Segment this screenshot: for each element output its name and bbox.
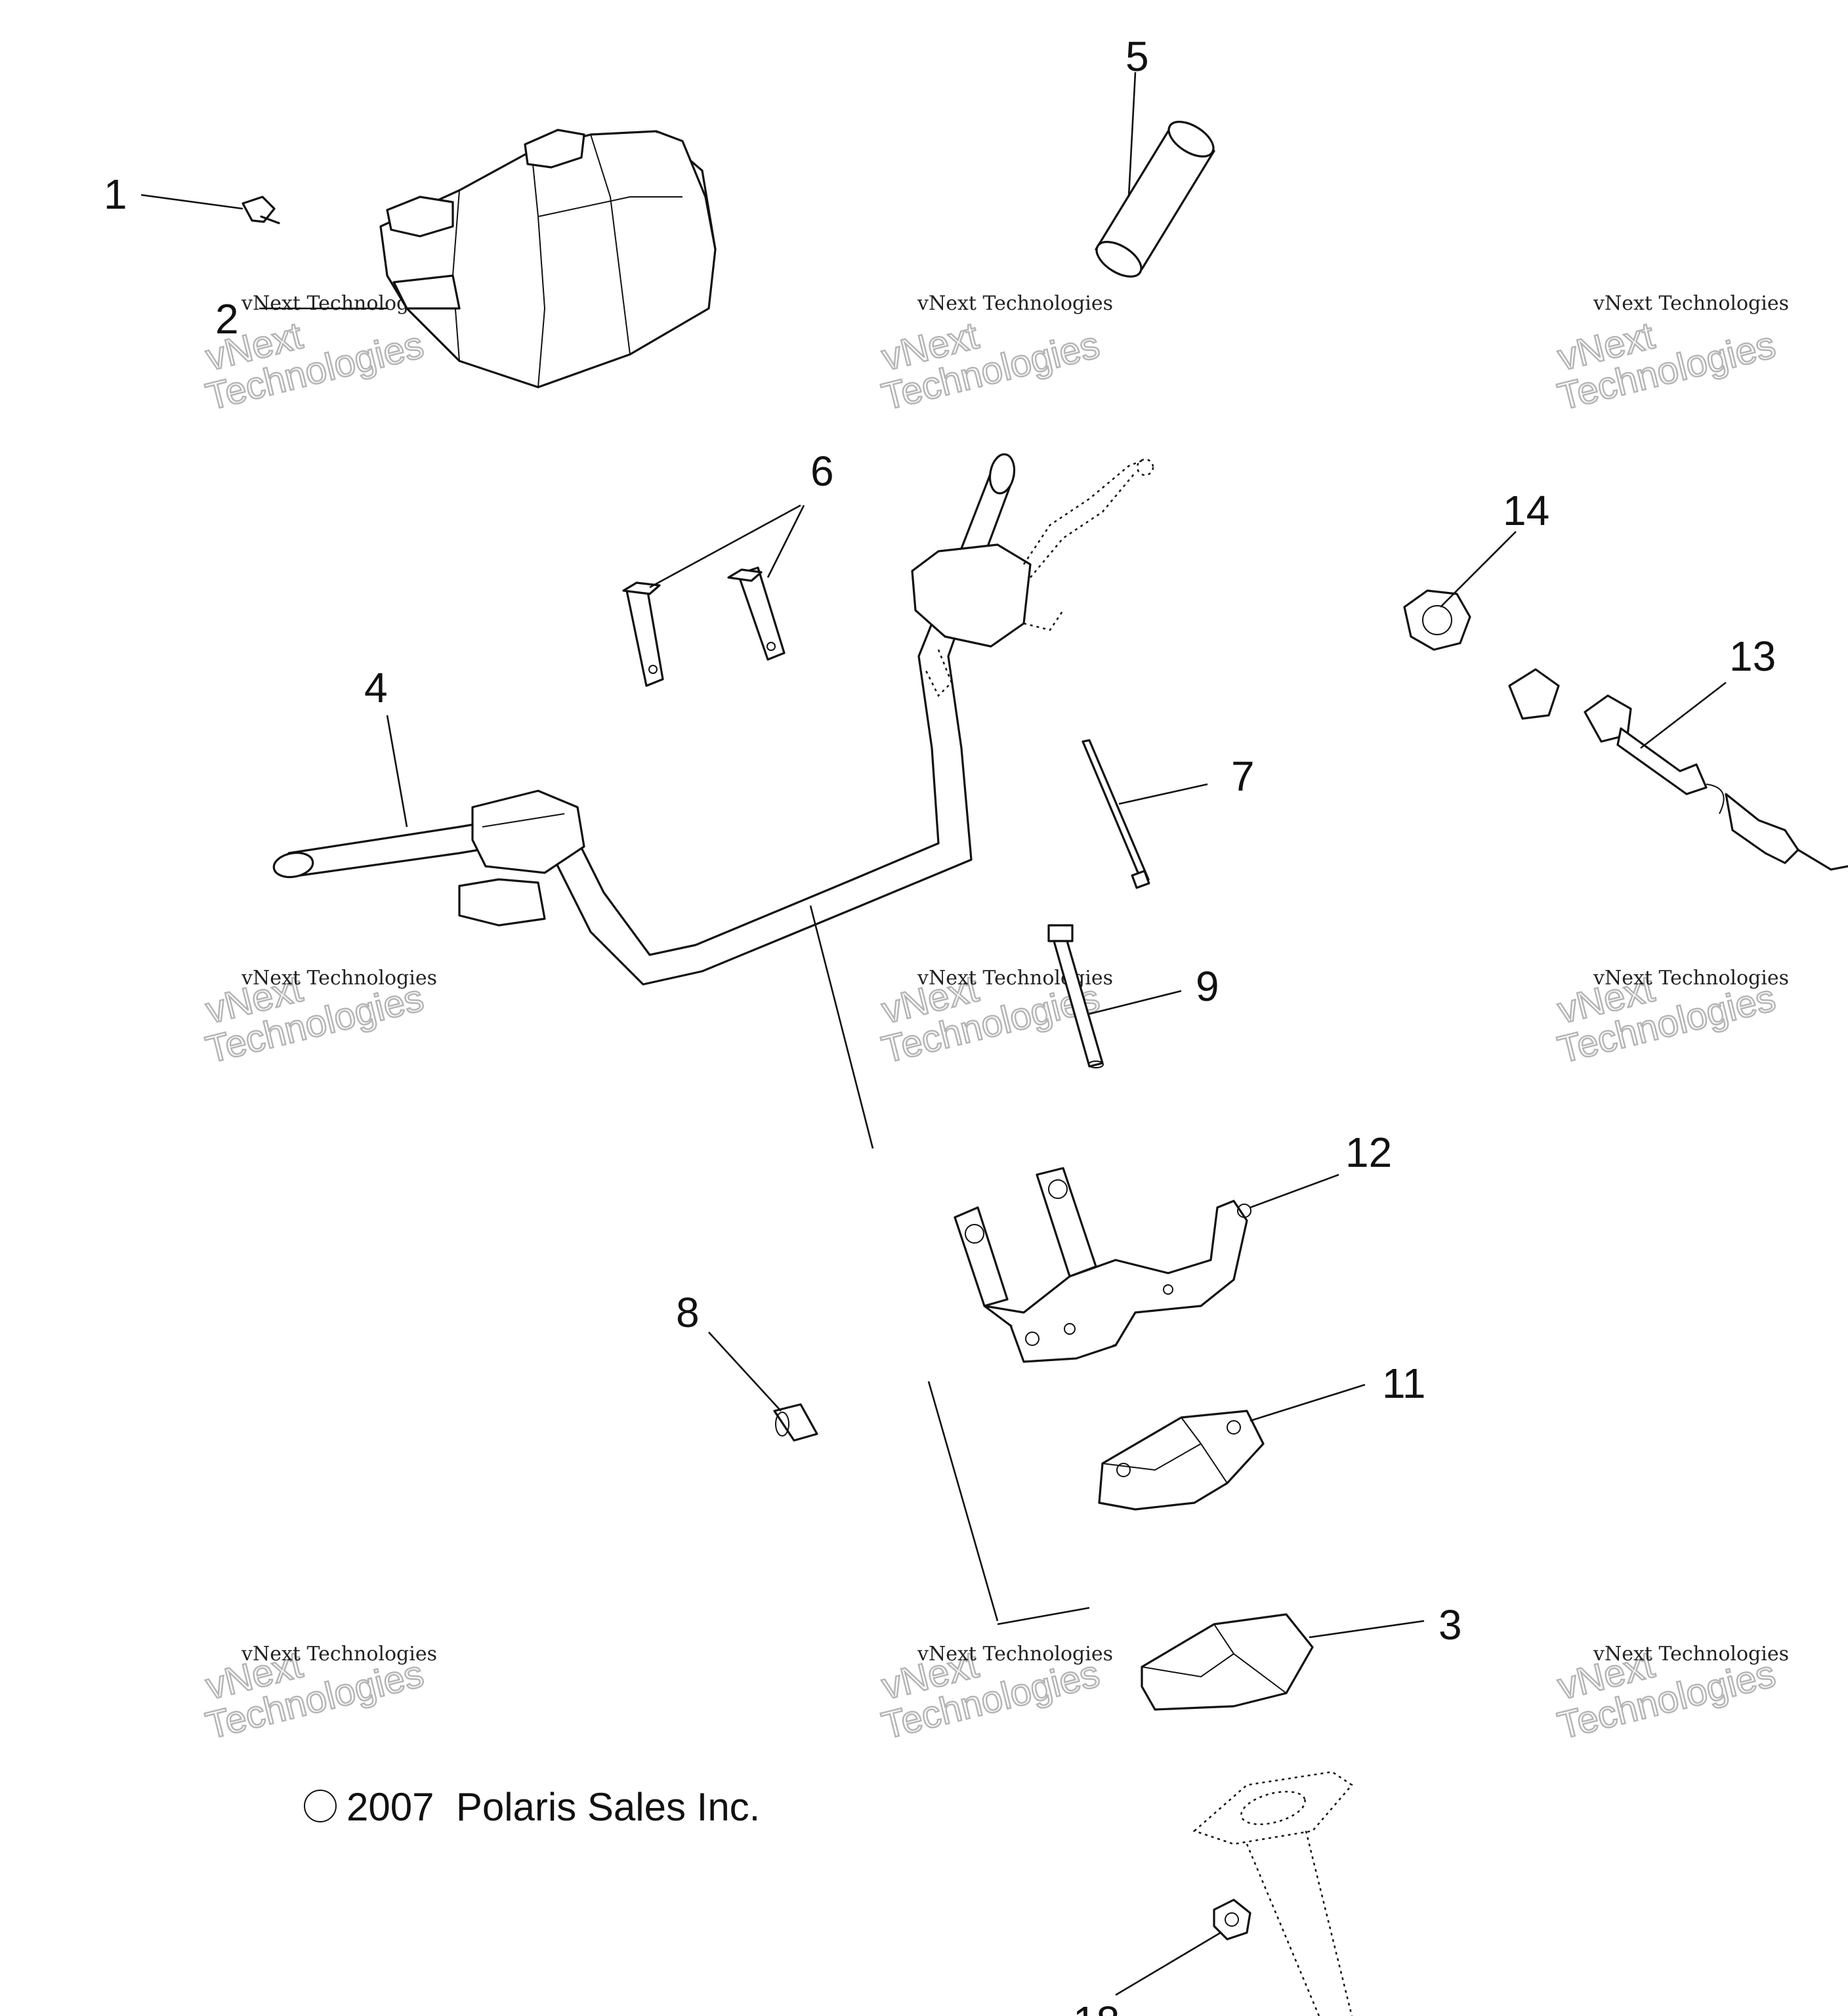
callout-4: 4 — [364, 664, 388, 711]
part-7-cable-tie — [1082, 739, 1150, 889]
watermark-mid-left: vNext Technologies vNext Technologies — [201, 966, 437, 1072]
callout-8: 8 — [676, 1289, 700, 1336]
part-14-nut — [1403, 589, 1471, 651]
watermark-mid-right: vNext Technologies vNext Technologies — [1553, 966, 1789, 1072]
watermark-bottom-left: vNext Technologies vNext Technologies — [201, 1642, 437, 1748]
callout-1: 1 — [104, 171, 127, 218]
part-5-hand-grip — [1095, 121, 1215, 278]
watermark-bottom-center: vNext Technologies vNext Technologies — [877, 1642, 1113, 1748]
watermark-top-right: vNext Technologies vNext Technologies — [1553, 292, 1789, 419]
part-4-handlebar — [272, 453, 1154, 986]
svg-text:vNext Technologies: vNext Technologies — [917, 967, 1113, 990]
copyright-text: 2007 Polaris Sales Inc. — [346, 1785, 760, 1829]
part-8-screw — [773, 1403, 818, 1442]
part-3-lower-clamp — [1141, 1613, 1314, 1711]
callout-5: 5 — [1125, 33, 1149, 80]
svg-text:vNext Technologies: vNext Technologies — [241, 967, 437, 990]
svg-text:vNext Technologies: vNext Technologies — [917, 1643, 1113, 1666]
callout-18: 18 — [1073, 1998, 1120, 2016]
callout-12: 12 — [1345, 1129, 1392, 1176]
callout-3: 3 — [1438, 1601, 1462, 1648]
part-12-mounting-bracket — [954, 1167, 1251, 1363]
leader-lines — [140, 72, 1727, 1996]
svg-text:vNext Technologies: vNext Technologies — [917, 292, 1113, 315]
callout-14: 14 — [1503, 487, 1549, 534]
svg-text:vNext Technologies: vNext Technologies — [241, 1643, 437, 1666]
callout-9: 9 — [1196, 963, 1219, 1010]
watermark-bottom-right: vNext Technologies vNext Technologies — [1553, 1642, 1789, 1748]
part-6-brackets — [622, 566, 786, 687]
part-11-upper-clamp — [1098, 1410, 1265, 1511]
svg-text:vNext Technologies: vNext Technologies — [1593, 292, 1789, 315]
watermark-top-center: vNext Technologies vNext Technologies — [877, 292, 1113, 419]
callout-6: 6 — [810, 448, 834, 495]
copyright-notice: © 2007 Polaris Sales Inc. — [304, 1785, 760, 1829]
part-2-handlebar-cover — [379, 129, 717, 388]
callout-labels: 1 2 3 4 5 6 7 8 9 11 12 13 14 18 — [104, 33, 1776, 2016]
part-13-cable — [1508, 668, 1848, 871]
callout-2: 2 — [215, 295, 239, 343]
callout-13: 13 — [1729, 633, 1776, 680]
part-9-bolt — [1047, 924, 1104, 1068]
callout-7: 7 — [1231, 753, 1255, 800]
svg-text:vNext Technologies: vNext Technologies — [1593, 967, 1789, 990]
svg-text:vNext Technologies: vNext Technologies — [1593, 1643, 1789, 1666]
callout-11: 11 — [1382, 1360, 1425, 1407]
part-1-push-rivet — [242, 196, 280, 224]
part-18-steering-post — [1192, 1771, 1353, 2016]
